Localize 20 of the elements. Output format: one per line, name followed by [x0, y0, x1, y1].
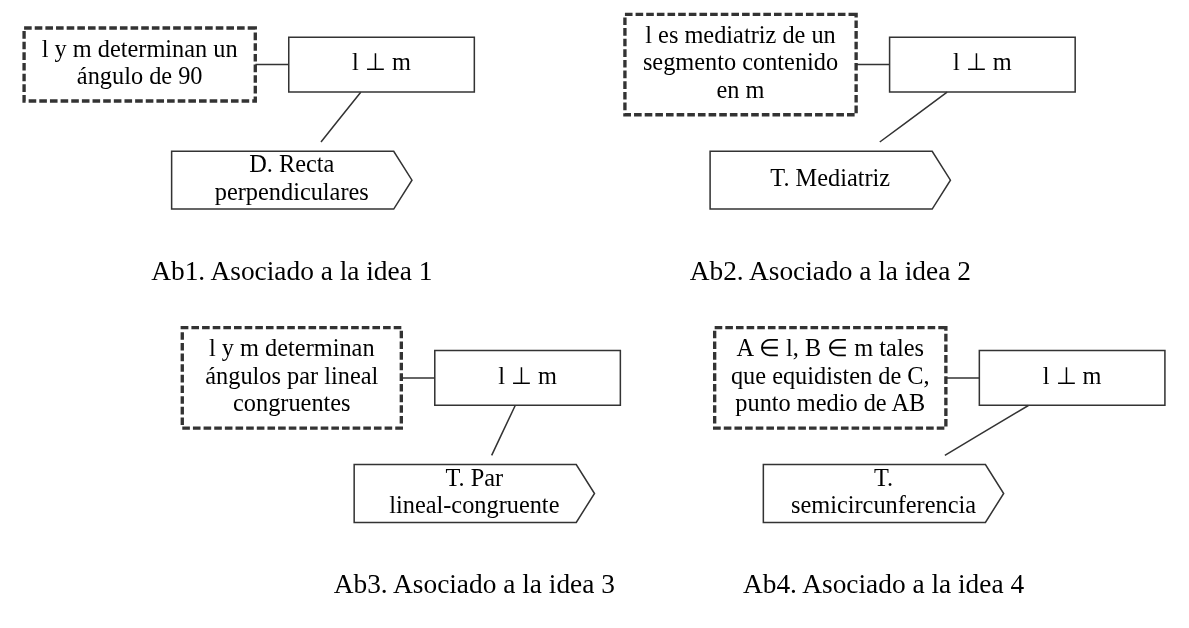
node-box: l y m determinan un ángulo de 90 — [22, 26, 257, 103]
label: Ab4. Asociado a la idea 4 — [742, 568, 1025, 599]
connector — [400, 377, 436, 379]
connector — [320, 91, 362, 143]
node-box: l ⊥ m — [434, 349, 622, 407]
connector — [855, 63, 891, 66]
node-box: l ⊥ m — [288, 36, 476, 93]
label: Ab1. Asociado a la idea 1 — [151, 255, 433, 286]
label: Ab3. Asociado a la idea 3 — [333, 568, 615, 599]
connector — [879, 91, 948, 143]
connector — [490, 404, 516, 457]
node-box: l y m determinan ángulos par lineal congruentes — [180, 326, 403, 430]
node-box: A ∈ l, B ∈ m tales que equidisten de C, punto medio de AB — [713, 326, 948, 430]
connector — [944, 404, 1030, 457]
label: Ab2. Asociado a la idea 2 — [689, 255, 971, 286]
node-box: l ⊥ m — [888, 36, 1076, 93]
connector — [945, 377, 980, 379]
node-box: l es mediatriz de un segmento contenido en m — [623, 12, 858, 117]
node-box: l ⊥ m — [978, 349, 1166, 407]
connector — [254, 63, 290, 66]
